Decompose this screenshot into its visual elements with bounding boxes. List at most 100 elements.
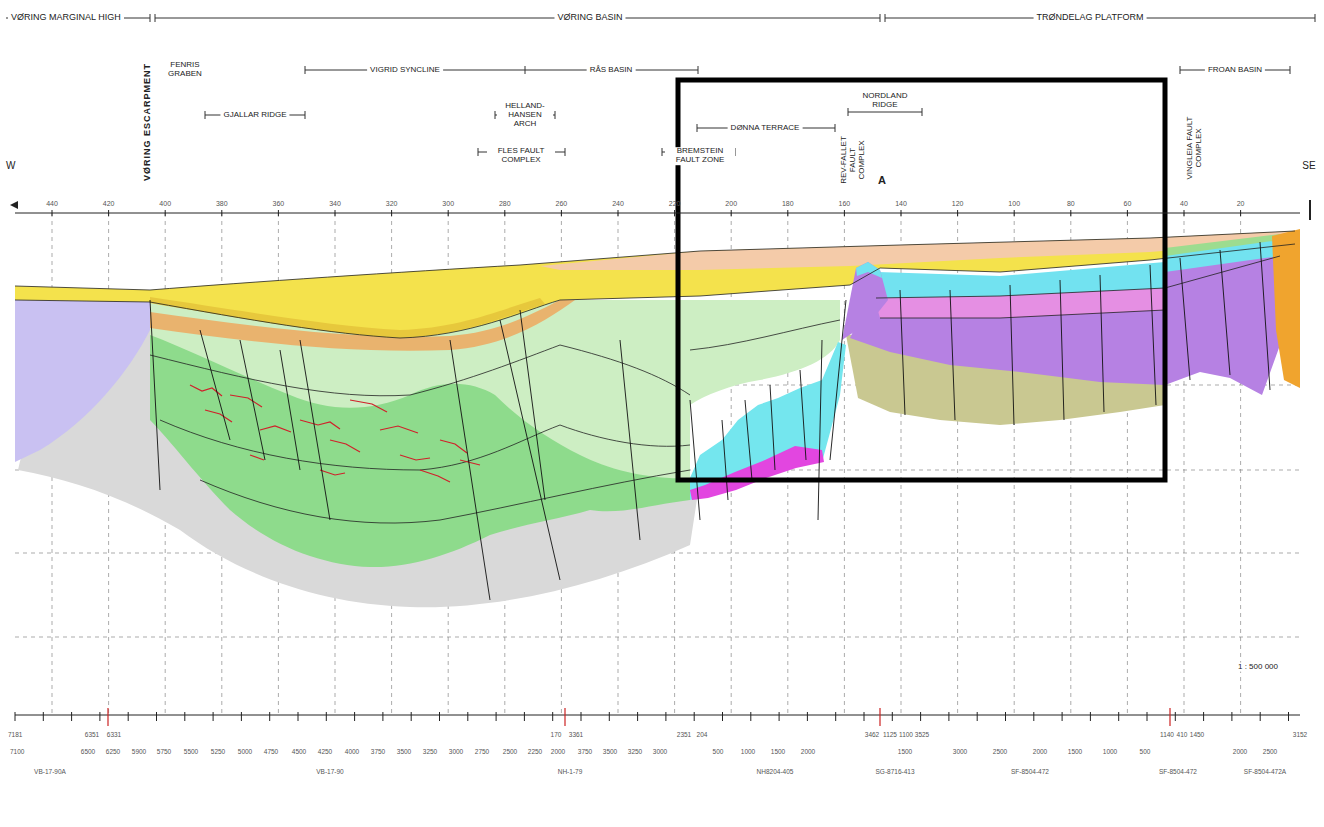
shotpoint-label: 1000 xyxy=(1103,748,1117,755)
fault xyxy=(150,300,160,490)
shotpoint-label: 3525 xyxy=(915,731,929,738)
tick xyxy=(844,210,845,216)
fault xyxy=(1180,258,1190,380)
distance-tick-label: 40 xyxy=(1180,200,1188,208)
shotpoint-label: 2500 xyxy=(1263,748,1277,755)
tick xyxy=(221,210,222,216)
shotpoint-label: 500 xyxy=(1140,748,1151,755)
tick xyxy=(1014,210,1015,216)
shotpoint-label: 170 xyxy=(551,731,562,738)
shotpoint-label: 1500 xyxy=(1068,748,1082,755)
section-marker: A xyxy=(878,174,886,186)
fault xyxy=(1100,275,1104,412)
tick xyxy=(354,712,355,721)
right-axis xyxy=(1309,200,1311,220)
tick xyxy=(391,210,392,216)
fault xyxy=(1010,285,1014,425)
shotpoint-label: 1000 xyxy=(741,748,755,755)
structure-label: REV-FALLET FAULT COMPLEX xyxy=(840,125,866,195)
distance-tick-label: 280 xyxy=(499,200,511,208)
fault xyxy=(500,320,560,580)
line-crossing-tick xyxy=(107,708,108,726)
fault xyxy=(800,370,806,460)
distance-tick-label: 100 xyxy=(1008,200,1020,208)
tick xyxy=(298,712,299,721)
bracket xyxy=(885,14,1315,22)
fault xyxy=(818,340,822,520)
shotpoint-label: 4500 xyxy=(292,748,306,755)
shotpoint-label: 3000 xyxy=(953,748,967,755)
tick xyxy=(665,712,666,721)
sill xyxy=(420,470,450,482)
tick xyxy=(637,712,638,721)
tick xyxy=(581,712,582,721)
tick xyxy=(920,712,921,721)
distance-tick-label: 300 xyxy=(442,200,454,208)
tick xyxy=(1062,712,1063,721)
shotpoint-label: 1140 xyxy=(1160,731,1174,738)
tick xyxy=(467,712,468,721)
bracket xyxy=(6,14,150,22)
structure-label: NORDLAND RIDGE xyxy=(855,92,915,110)
shotpoint-label: 4000 xyxy=(345,748,359,755)
ridge-cap xyxy=(856,262,882,278)
horizon xyxy=(200,470,690,523)
bottom-axis xyxy=(15,715,1300,716)
tick xyxy=(864,712,865,721)
crystalline-basement xyxy=(1272,229,1300,388)
tick xyxy=(52,210,53,216)
shotpoint-label: 4250 xyxy=(318,748,332,755)
grid-line xyxy=(15,637,1300,638)
terrace-lower-jurassic xyxy=(690,446,824,500)
sill xyxy=(320,470,345,475)
tick xyxy=(326,712,327,721)
shotpoint-label: 3361 xyxy=(569,731,583,738)
tick xyxy=(901,210,902,216)
shotpoint-label: 1500 xyxy=(771,748,785,755)
seismic-line-label: SF-8504-472A xyxy=(1244,768,1286,775)
tick xyxy=(448,210,449,216)
arrow-mark xyxy=(10,201,18,209)
tick xyxy=(807,712,808,721)
shotpoint-label: 2250 xyxy=(528,748,542,755)
distance-tick-label: 120 xyxy=(952,200,964,208)
direction-label: SE xyxy=(1302,160,1315,171)
tick xyxy=(1203,712,1204,721)
grid xyxy=(15,213,1300,715)
shotpoint-label: 2000 xyxy=(801,748,815,755)
fault xyxy=(200,330,230,440)
shotpoint-label: 3500 xyxy=(397,748,411,755)
tick xyxy=(165,210,166,216)
shotpoint-label: 204 xyxy=(697,731,708,738)
structure-label: GJALLAR RIDGE xyxy=(220,111,289,120)
top-axis xyxy=(15,213,1300,214)
sill xyxy=(460,460,480,465)
seismic-line-label: SG-8716-413 xyxy=(875,768,914,775)
tick xyxy=(213,712,214,721)
distance-tick-label: 400 xyxy=(159,200,171,208)
bracket xyxy=(155,14,880,22)
tick xyxy=(750,712,751,721)
faults xyxy=(150,242,1270,600)
tick xyxy=(1033,712,1034,721)
seismic-line-label: SF-8504-472 xyxy=(1011,768,1049,775)
seismic-line-label: NH8204-405 xyxy=(757,768,794,775)
seismic-line-label: VB-17-90 xyxy=(316,768,343,775)
shotpoint-label: 5500 xyxy=(184,748,198,755)
structure-label: FLES FAULT COMPLEX xyxy=(487,147,555,165)
sill xyxy=(205,410,232,422)
shotpoint-label: 1100 xyxy=(899,731,913,738)
fault xyxy=(1220,250,1230,375)
fault xyxy=(280,350,300,470)
shotpoint-label: 7181 xyxy=(8,731,22,738)
fault xyxy=(900,290,905,415)
shotpoint-label: 4750 xyxy=(264,748,278,755)
bracket xyxy=(205,111,305,119)
sill xyxy=(350,400,387,412)
shotpoint-label: 6250 xyxy=(106,748,120,755)
seismic-line-label: VB-17-90A xyxy=(34,768,66,775)
fault xyxy=(722,420,728,500)
shotpoint-label: 6351 xyxy=(85,731,99,738)
shotpoint-label: 2351 xyxy=(677,731,691,738)
tick xyxy=(835,712,836,721)
